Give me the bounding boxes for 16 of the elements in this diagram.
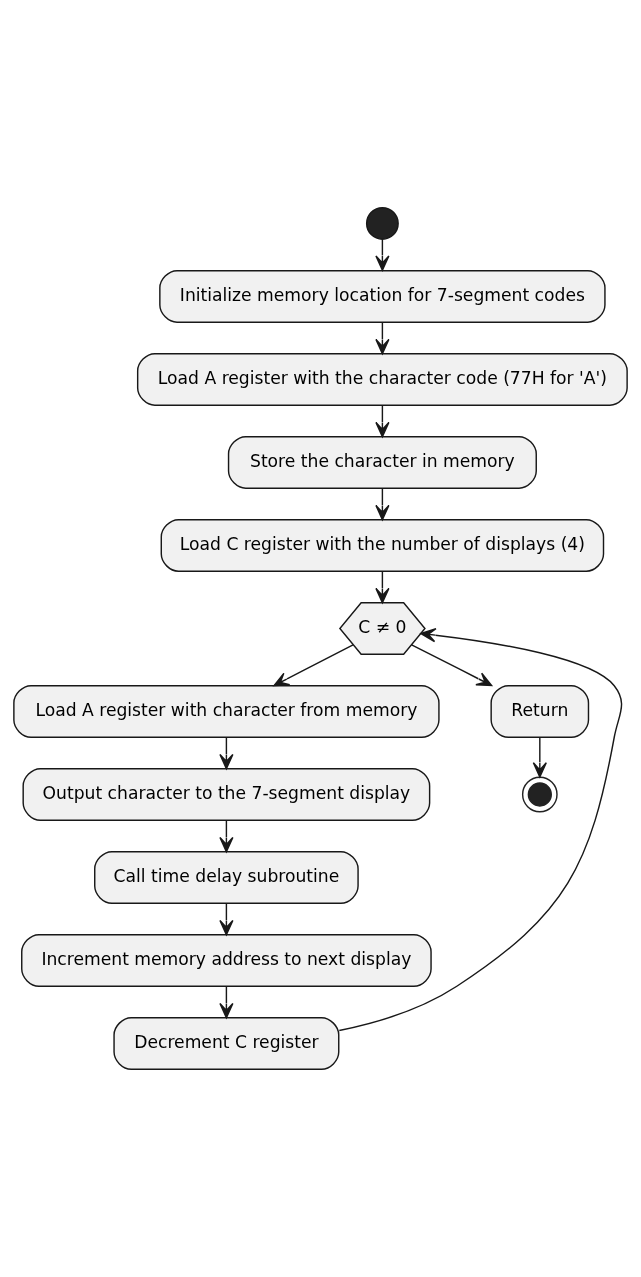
node-box: Increment memory address to next display bbox=[21, 934, 432, 987]
node-box: Load A register with character from memory bbox=[13, 685, 440, 738]
arrow bbox=[410, 644, 493, 687]
arrow bbox=[532, 736, 547, 778]
node-box: Load A register with the character code (77H for 'A') bbox=[136, 353, 628, 406]
arrow bbox=[338, 628, 623, 1032]
node-box: Call time delay subroutine bbox=[94, 851, 359, 904]
node-box: Decrement C register bbox=[113, 1017, 340, 1070]
arrow bbox=[273, 644, 354, 687]
node-box: Return bbox=[490, 685, 590, 738]
node-circle bbox=[365, 207, 399, 240]
node-box: Initialize memory location for 7-segment codes bbox=[159, 270, 606, 323]
node-bullseye bbox=[521, 776, 558, 813]
node-box: Load C register with the number of displays (4) bbox=[160, 519, 605, 572]
node-box: Output character to the 7-segment display bbox=[22, 768, 431, 821]
node-box: Store the character in memory bbox=[227, 436, 537, 489]
